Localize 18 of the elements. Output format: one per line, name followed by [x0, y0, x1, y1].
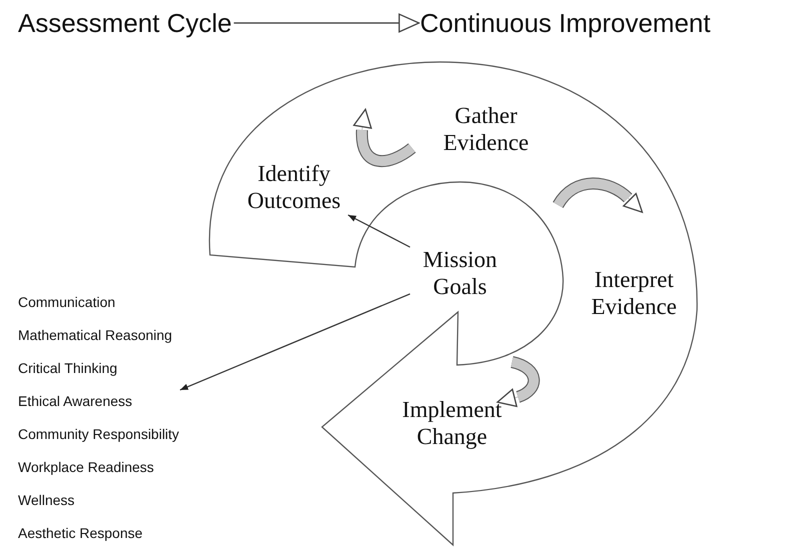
step-label: Implement Change: [392, 396, 512, 450]
step-label: Identify Outcomes: [240, 160, 348, 214]
step-label: Interpret Evidence: [580, 266, 688, 320]
outcome-item: Aesthetic Response: [18, 524, 143, 543]
outcome-item: Wellness: [18, 491, 75, 510]
outcome-item: Ethical Awareness: [18, 392, 132, 411]
center-label: Mission Goals: [412, 246, 508, 300]
outcome-item: Community Responsibility: [18, 425, 180, 444]
heading-text: Assessment Cycle: [18, 8, 232, 38]
outcome-item: Workplace Readiness: [18, 458, 154, 477]
heading-text: Continuous Improvement: [420, 8, 710, 38]
outcome-item: Mathematical Reasoning: [18, 326, 172, 345]
outcome-item: Communication: [18, 293, 116, 312]
outcome-item: Critical Thinking: [18, 359, 118, 378]
arrow: [234, 14, 420, 32]
arrow: [180, 293, 410, 390]
arrow: [348, 214, 410, 248]
step-label: Gather Evidence: [430, 102, 542, 156]
